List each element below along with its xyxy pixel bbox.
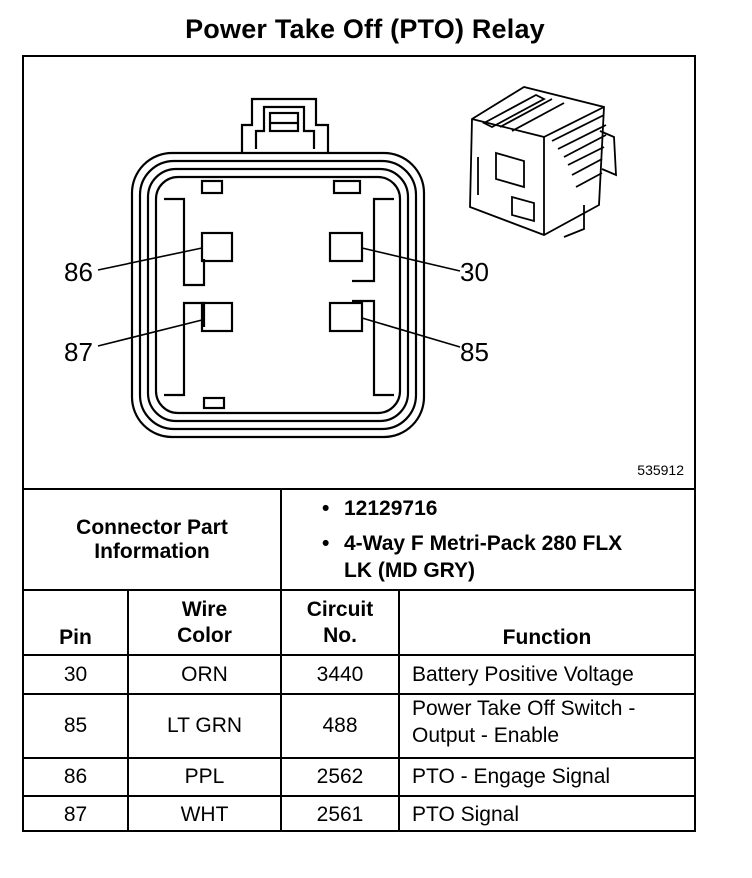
diagram-title: Power Take Off (PTO) Relay xyxy=(185,14,545,44)
row-2-function: Power Take Off Switch - Output - Enable xyxy=(412,697,636,747)
row-4-pin: 87 xyxy=(63,802,88,826)
row-1-circuit: 3440 xyxy=(316,662,364,686)
pin-label-87: 87 xyxy=(64,337,93,367)
header-wire-color: Wire Color xyxy=(177,597,232,647)
connector-info-label: Connector Part Information xyxy=(24,490,280,589)
connector-info-label-line2: Information xyxy=(94,539,210,563)
connector-info-bullet-2: •4-Way F Metri-Pack 280 FLX xyxy=(322,532,623,555)
rule-header-bottom xyxy=(24,654,694,656)
rule-col-pin xyxy=(127,589,129,832)
rule-col-circuit xyxy=(398,589,400,832)
row-4-circuit: 2561 xyxy=(316,802,364,826)
header-function: Function xyxy=(502,626,592,649)
row-1-function: Battery Positive Voltage xyxy=(412,662,634,686)
rule-col-wire xyxy=(280,589,282,832)
row-3-function: PTO - Engage Signal xyxy=(412,765,611,788)
figure-number: 535912 xyxy=(637,462,684,478)
connector-iso-drawing xyxy=(469,86,617,238)
rule-connector-divider xyxy=(280,488,282,589)
connector-info-bullet-1: •12129716 xyxy=(322,497,438,520)
row-1-wire: ORN xyxy=(181,662,228,686)
row-4-function: PTO Signal xyxy=(412,802,519,826)
row-2-pin: 85 xyxy=(63,714,88,737)
pin-label-86: 86 xyxy=(64,257,93,287)
row-3-pin: 86 xyxy=(63,765,88,788)
row-2-wire: LT GRN xyxy=(166,714,243,737)
row-4-wire: WHT xyxy=(180,802,229,826)
row-3-circuit: 2562 xyxy=(316,765,364,788)
pin-label-85: 85 xyxy=(460,337,489,367)
connector-figure: 86 30 87 85 535912 xyxy=(24,57,694,488)
connector-face-drawing xyxy=(97,86,617,439)
rule-connector-info-bottom xyxy=(24,589,694,591)
rule-row-3-bottom xyxy=(24,795,694,797)
connector-info-label-line1: Connector Part xyxy=(76,515,228,539)
rule-row-1-bottom xyxy=(24,693,694,695)
diagram-frame: 86 30 87 85 535912 Connector Part Inform… xyxy=(22,55,696,832)
pin-label-30: 30 xyxy=(460,257,489,287)
row-3-wire: PPL xyxy=(184,765,225,788)
connector-info-bullet-2-cont: LK (MD GRY) xyxy=(344,559,476,582)
row-1-pin: 30 xyxy=(63,662,88,686)
header-pin: Pin xyxy=(59,626,92,649)
rule-row-2-bottom xyxy=(24,757,694,759)
rule-figure-bottom xyxy=(24,488,694,490)
row-2-circuit: 488 xyxy=(322,714,358,737)
header-circuit-no: Circuit No. xyxy=(306,597,374,647)
